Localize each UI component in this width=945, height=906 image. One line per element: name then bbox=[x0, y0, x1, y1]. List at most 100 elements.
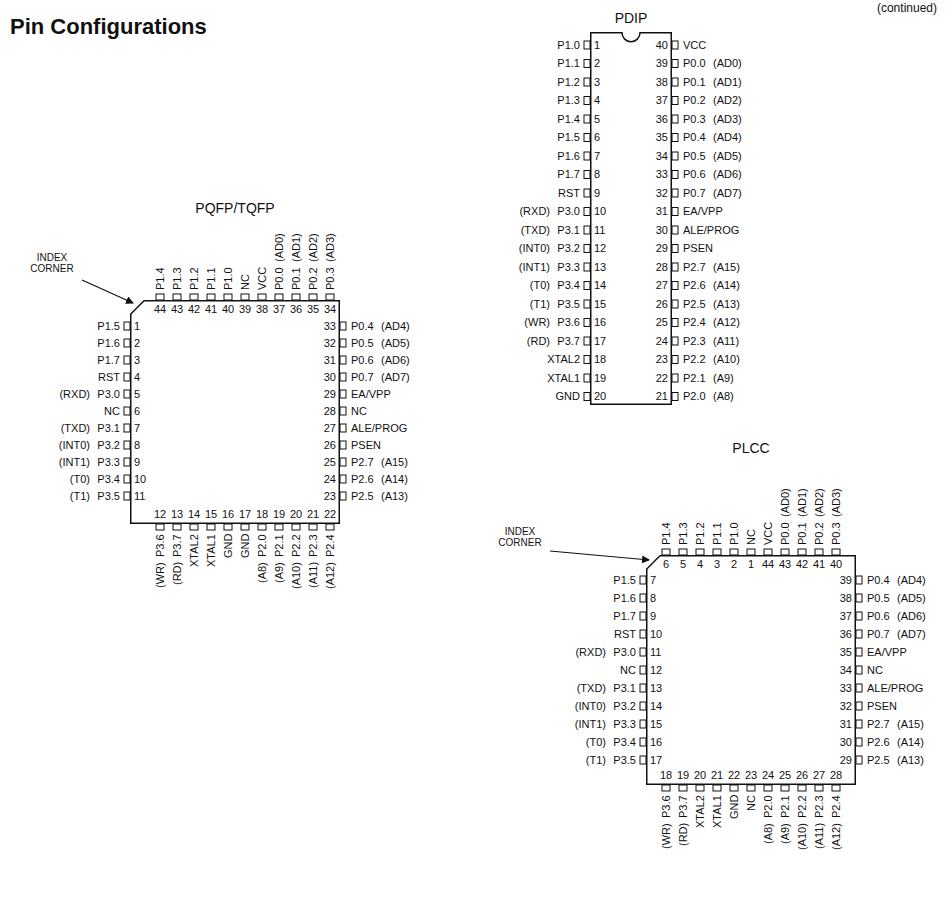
pin-name: P3.1 bbox=[557, 224, 580, 237]
pin-name: P0.4 bbox=[351, 320, 374, 333]
pin-number: 17 bbox=[650, 754, 662, 767]
pin-pad bbox=[584, 282, 590, 290]
pin-function: (A12) bbox=[324, 562, 337, 589]
pin-pad bbox=[856, 702, 862, 710]
pin-number: 29 bbox=[840, 754, 852, 767]
pin-number: 41 bbox=[205, 303, 217, 316]
pin-pad bbox=[207, 294, 215, 300]
pin-number: 39 bbox=[656, 57, 668, 70]
pin-name: EA/VPP bbox=[867, 646, 907, 659]
pin-number: 34 bbox=[656, 150, 668, 163]
pin-name: P3.3 bbox=[97, 456, 120, 469]
pin-number: 44 bbox=[762, 558, 774, 571]
pin-number: 26 bbox=[656, 298, 668, 311]
pin-name: P1.6 bbox=[97, 337, 120, 350]
pin-pad bbox=[124, 475, 130, 483]
pin-name: ALE/PROG bbox=[683, 224, 739, 237]
pin-number: 41 bbox=[813, 558, 825, 571]
pin-pad bbox=[275, 294, 283, 300]
pin-function: (A8) bbox=[713, 390, 734, 403]
pin-name: P0.7 bbox=[683, 187, 706, 200]
pin-function: (AD7) bbox=[713, 187, 742, 200]
pin-name: P2.6 bbox=[683, 279, 706, 292]
pin-pad bbox=[124, 492, 130, 500]
pin-name: P2.6 bbox=[867, 736, 890, 749]
pin-name: P3.0 bbox=[613, 646, 636, 659]
pin-number: 3 bbox=[594, 76, 600, 89]
pin-pad bbox=[584, 97, 590, 105]
pin-pad bbox=[856, 594, 862, 602]
pin-number: 8 bbox=[650, 592, 656, 605]
pin-number: 23 bbox=[656, 353, 668, 366]
pin-pad bbox=[672, 171, 678, 179]
pin-pad bbox=[124, 322, 130, 330]
pin-function: (INT1) bbox=[575, 718, 606, 731]
index-corner-label: INDEX CORNER bbox=[22, 252, 82, 274]
pin-number: 19 bbox=[594, 372, 606, 385]
pin-number: 12 bbox=[154, 508, 166, 521]
pin-function: (INT1) bbox=[519, 261, 550, 274]
pin-pad bbox=[124, 424, 130, 432]
pin-number: 7 bbox=[650, 574, 656, 587]
pin-name: ALE/PROG bbox=[351, 422, 407, 435]
pin-name: P0.4 bbox=[867, 574, 890, 587]
pin-number: 38 bbox=[256, 303, 268, 316]
pin-name: P0.1 bbox=[796, 522, 809, 545]
pin-name: XTAL2 bbox=[694, 795, 707, 828]
pin-name: P0.6 bbox=[683, 168, 706, 181]
pin-name: P2.3 bbox=[813, 795, 826, 818]
pin-function: (T1) bbox=[530, 298, 550, 311]
pin-name: P1.5 bbox=[613, 574, 636, 587]
pin-pad bbox=[124, 407, 130, 415]
pin-number: 19 bbox=[677, 769, 689, 782]
pin-function: (T1) bbox=[70, 490, 90, 503]
pin-number: 29 bbox=[324, 388, 336, 401]
pin-name: GND bbox=[239, 534, 252, 558]
page-title: Pin Configurations bbox=[10, 14, 207, 40]
pin-name: P0.0 bbox=[273, 267, 286, 290]
pin-number: 21 bbox=[711, 769, 723, 782]
pin-function: (A14) bbox=[381, 473, 408, 486]
pin-pad bbox=[584, 226, 590, 234]
pin-pad bbox=[856, 738, 862, 746]
pin-number: 1 bbox=[594, 39, 600, 52]
pin-function: (AD2) bbox=[813, 488, 826, 517]
pin-name: P3.3 bbox=[557, 261, 580, 274]
pin-function: (AD1) bbox=[796, 488, 809, 517]
pin-name: P3.6 bbox=[557, 316, 580, 329]
pin-pad bbox=[584, 78, 590, 86]
pin-number: 37 bbox=[840, 610, 852, 623]
pin-function: (A14) bbox=[713, 279, 740, 292]
pin-pad bbox=[340, 492, 346, 500]
pin-name: P3.4 bbox=[613, 736, 636, 749]
pin-pad bbox=[856, 666, 862, 674]
pin-number: 43 bbox=[171, 303, 183, 316]
pin-pad bbox=[584, 245, 590, 253]
pin-name: PSEN bbox=[683, 242, 713, 255]
pin-function: (A15) bbox=[897, 718, 924, 731]
pin-function: (AD0) bbox=[713, 57, 742, 70]
pin-name: NC bbox=[745, 529, 758, 545]
pin-pad bbox=[696, 549, 704, 555]
pin-name: P3.7 bbox=[557, 335, 580, 348]
pin-pad bbox=[672, 300, 678, 308]
pin-number: 34 bbox=[324, 303, 336, 316]
pin-function: (AD3) bbox=[324, 233, 337, 262]
pin-function: (RXD) bbox=[59, 388, 90, 401]
pin-number: 24 bbox=[324, 473, 336, 486]
pin-name: P0.3 bbox=[683, 113, 706, 126]
pin-name: P1.4 bbox=[154, 267, 167, 290]
chip-package: PQFP/TQFP bbox=[130, 300, 340, 524]
pin-pad bbox=[258, 294, 266, 300]
pin-number: 15 bbox=[594, 298, 606, 311]
pin-name: P1.3 bbox=[557, 94, 580, 107]
pin-pad bbox=[781, 549, 789, 555]
pin-number: 32 bbox=[656, 187, 668, 200]
pin-pad bbox=[584, 208, 590, 216]
pin-pad bbox=[156, 524, 164, 530]
pin-function: (A12) bbox=[830, 823, 843, 850]
pin-name: P1.3 bbox=[677, 522, 690, 545]
pin-function: (AD7) bbox=[381, 371, 410, 384]
pin-function: (AD4) bbox=[713, 131, 742, 144]
pin-number: 3 bbox=[134, 354, 140, 367]
